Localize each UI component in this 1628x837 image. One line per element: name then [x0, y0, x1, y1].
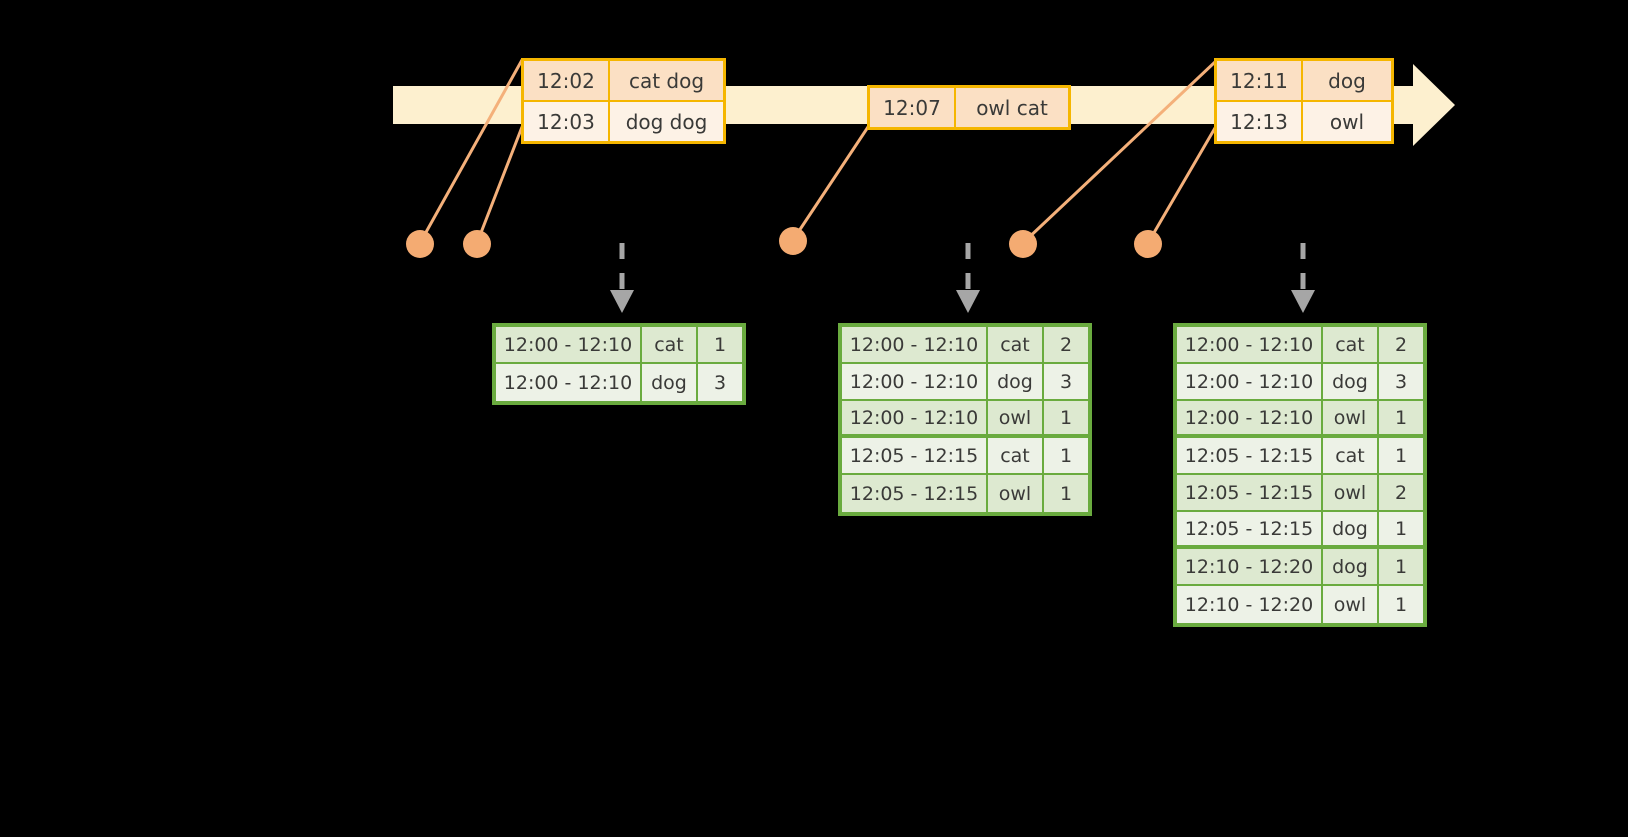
table-row[interactable]: 12:10 - 12:20 dog 1: [1177, 549, 1423, 586]
key-cell: dog: [642, 364, 698, 401]
window-cell: 12:10 - 12:20: [1177, 549, 1323, 584]
processing-dot-1: [406, 230, 434, 258]
key-cell: cat: [642, 327, 698, 362]
window-cell: 12:00 - 12:10: [1177, 327, 1323, 362]
count-cell: 3: [1394, 370, 1408, 393]
count-cell: 1: [1059, 406, 1073, 429]
event-words: owl: [1329, 109, 1365, 134]
key-cell: dog: [988, 364, 1044, 399]
result-arrow-3: [1291, 243, 1315, 313]
count-cell: 1: [1394, 555, 1408, 578]
event-row[interactable]: 12:07 owl cat: [870, 88, 1068, 127]
count-cell: 2: [1394, 481, 1408, 504]
window-cell: 12:05 - 12:15: [842, 475, 988, 512]
key-cell: cat: [1323, 327, 1379, 362]
count-cell: 3: [713, 371, 727, 394]
key-cell: owl: [1323, 401, 1379, 434]
event-row[interactable]: 12:02 cat dog: [524, 61, 723, 100]
event-time: 12:13: [1217, 102, 1303, 141]
event-group-1[interactable]: 12:02 cat dog 12:03 dog dog: [521, 58, 726, 144]
result-table-1[interactable]: 12:00 - 12:10 cat 1 12:00 - 12:10 dog 3: [492, 323, 746, 405]
result-arrows: [610, 243, 1315, 313]
processing-time-dots: [406, 227, 1162, 258]
table-row[interactable]: 12:00 - 12:10 cat 1: [496, 327, 742, 364]
count-cell: 2: [1059, 333, 1073, 356]
count-cell: 1: [1394, 517, 1408, 540]
event-words: dog: [1328, 68, 1366, 93]
window-cell: 12:00 - 12:10: [496, 364, 642, 401]
window-cell: 12:00 - 12:10: [842, 364, 988, 399]
table-row[interactable]: 12:00 - 12:10 cat 2: [842, 327, 1088, 364]
table-row[interactable]: 12:10 - 12:20 owl 1: [1177, 586, 1423, 623]
window-cell: 12:05 - 12:15: [1177, 512, 1323, 545]
event-row[interactable]: 12:13 owl: [1217, 100, 1391, 141]
processing-dot-2: [463, 230, 491, 258]
event-row[interactable]: 12:11 dog: [1217, 61, 1391, 100]
table-row[interactable]: 12:00 - 12:10 owl 1: [842, 401, 1088, 438]
event-group-2[interactable]: 12:07 owl cat: [867, 85, 1071, 130]
key-cell: owl: [1323, 586, 1379, 623]
processing-dot-4: [1009, 230, 1037, 258]
key-cell: owl: [988, 401, 1044, 434]
table-row[interactable]: 12:00 - 12:10 dog 3: [496, 364, 742, 401]
table-row[interactable]: 12:00 - 12:10 cat 2: [1177, 327, 1423, 364]
count-cell: 3: [1059, 370, 1073, 393]
event-words: dog dog: [625, 109, 708, 134]
table-row[interactable]: 12:05 - 12:15 dog 1: [1177, 512, 1423, 549]
window-cell: 12:00 - 12:10: [1177, 401, 1323, 434]
count-cell: 1: [1394, 593, 1408, 616]
result-table-3[interactable]: 12:00 - 12:10 cat 2 12:00 - 12:10 dog 3 …: [1173, 323, 1427, 627]
table-row[interactable]: 12:00 - 12:10 owl 1: [1177, 401, 1423, 438]
key-cell: cat: [988, 438, 1044, 473]
table-row[interactable]: 12:05 - 12:15 owl 2: [1177, 475, 1423, 512]
result-arrow-2: [956, 243, 980, 313]
key-cell: owl: [1323, 475, 1379, 510]
event-words: owl cat: [976, 95, 1048, 120]
window-cell: 12:00 - 12:10: [842, 327, 988, 362]
result-table-2[interactable]: 12:00 - 12:10 cat 2 12:00 - 12:10 dog 3 …: [838, 323, 1092, 516]
event-time: 12:03: [524, 102, 610, 141]
table-row[interactable]: 12:00 - 12:10 dog 3: [1177, 364, 1423, 401]
event-group-3[interactable]: 12:11 dog 12:13 owl: [1214, 58, 1394, 144]
count-cell: 1: [1059, 444, 1073, 467]
window-cell: 12:00 - 12:10: [496, 327, 642, 362]
key-cell: dog: [1323, 549, 1379, 584]
event-words: cat dog: [628, 68, 705, 93]
window-cell: 12:10 - 12:20: [1177, 586, 1323, 623]
event-row[interactable]: 12:03 dog dog: [524, 100, 723, 141]
table-row[interactable]: 12:00 - 12:10 dog 3: [842, 364, 1088, 401]
processing-dot-3: [779, 227, 807, 255]
window-cell: 12:00 - 12:10: [842, 401, 988, 434]
table-row[interactable]: 12:05 - 12:15 cat 1: [842, 438, 1088, 475]
window-cell: 12:00 - 12:10: [1177, 364, 1323, 399]
key-cell: dog: [1323, 364, 1379, 399]
processing-dot-5: [1134, 230, 1162, 258]
count-cell: 1: [1394, 406, 1408, 429]
key-cell: owl: [988, 475, 1044, 512]
table-row[interactable]: 12:05 - 12:15 cat 1: [1177, 438, 1423, 475]
count-cell: 1: [1394, 444, 1408, 467]
window-cell: 12:05 - 12:15: [842, 438, 988, 473]
event-time: 12:11: [1217, 61, 1303, 100]
key-cell: cat: [1323, 438, 1379, 473]
result-arrow-1: [610, 243, 634, 313]
key-cell: cat: [988, 327, 1044, 362]
event-time: 12:02: [524, 61, 610, 100]
window-cell: 12:05 - 12:15: [1177, 438, 1323, 473]
event-time: 12:07: [870, 88, 956, 127]
count-cell: 2: [1394, 333, 1408, 356]
count-cell: 1: [1059, 482, 1073, 505]
key-cell: dog: [1323, 512, 1379, 545]
window-cell: 12:05 - 12:15: [1177, 475, 1323, 510]
table-row[interactable]: 12:05 - 12:15 owl 1: [842, 475, 1088, 512]
count-cell: 1: [713, 333, 727, 356]
